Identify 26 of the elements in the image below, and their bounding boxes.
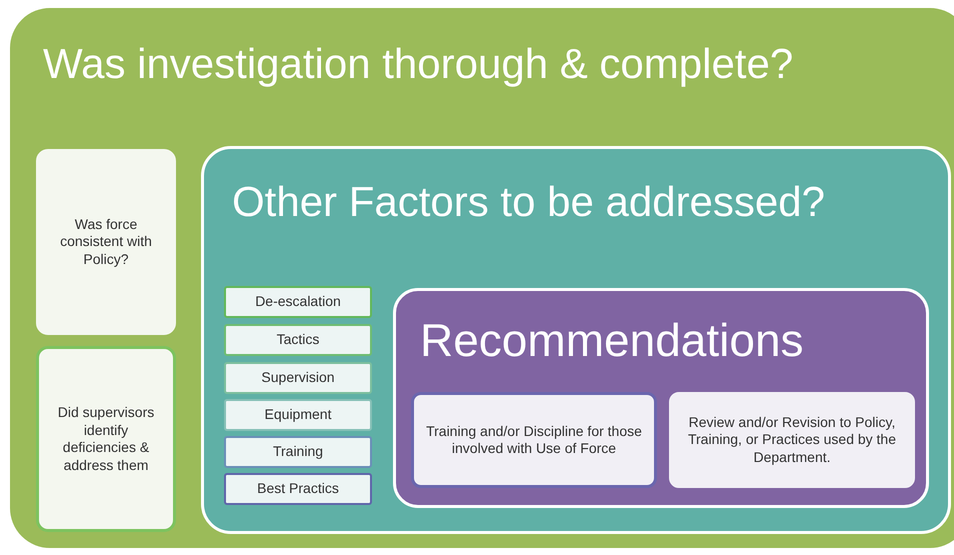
factor-label: Equipment [264, 406, 332, 424]
question-card [36, 149, 176, 335]
factor-label: Tactics [276, 331, 320, 349]
factor-label: Training [272, 443, 324, 461]
question-card [669, 392, 915, 488]
card-text: Did supervisors identify deficiencies & address them [56, 404, 156, 474]
factor-box [224, 473, 372, 505]
factor-box [224, 324, 372, 356]
card-text: Training and/or Discipline for those involved with Use of Force [425, 422, 643, 458]
factor-label: Best Practics [256, 480, 340, 498]
factor-box [224, 399, 372, 431]
question-card [36, 346, 176, 532]
factor-label: Supervision [260, 369, 336, 387]
question-card [411, 392, 657, 488]
group-panel [201, 146, 951, 534]
factor-box [224, 362, 372, 394]
panel-heading: Other Factors to be addressed? [232, 179, 825, 226]
factor-label: De-escalation [254, 293, 342, 311]
card-text: Review and/or Revision to Policy, Training, or Practices used by the Department. [686, 414, 898, 466]
group-panel [393, 288, 929, 508]
card-text: Was force consistent with Policy? [59, 216, 153, 268]
factor-box [224, 436, 372, 468]
factor-box [224, 286, 372, 318]
panel-heading: Was investigation thorough & complete? [43, 41, 794, 88]
panel-heading: Recommendations [420, 315, 804, 366]
group-panel [10, 8, 954, 548]
